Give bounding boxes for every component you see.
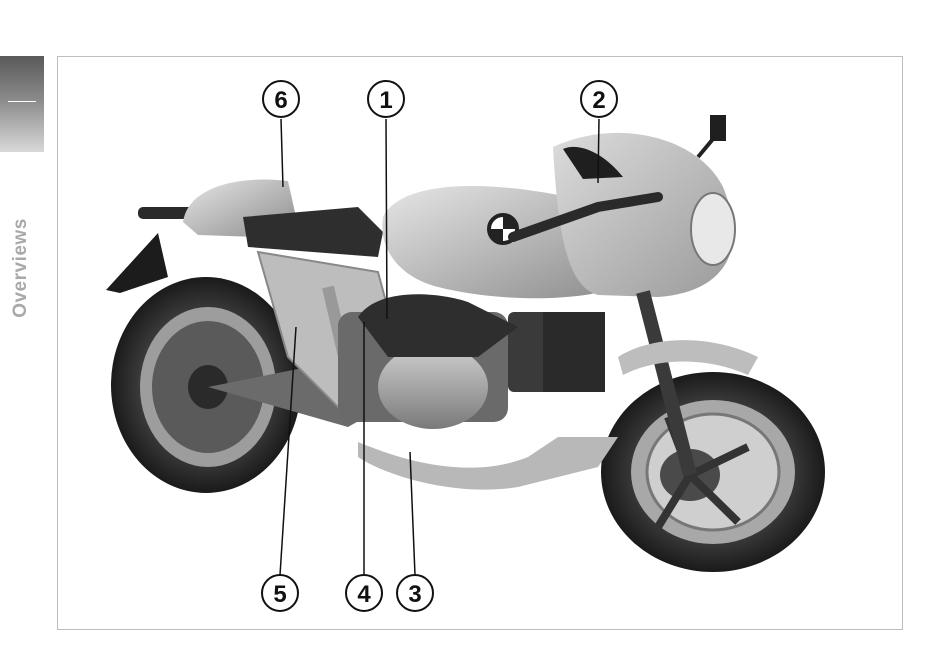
callout-1: 1 bbox=[368, 81, 404, 117]
front-fender bbox=[618, 340, 758, 375]
oil-cooler bbox=[543, 312, 605, 392]
section-label: Overviews bbox=[10, 218, 32, 318]
svg-text:3: 3 bbox=[408, 581, 421, 608]
callout-5: 5 bbox=[262, 575, 298, 611]
callout-6: 6 bbox=[263, 81, 299, 117]
headlight bbox=[691, 193, 735, 265]
chapter-tab bbox=[0, 56, 44, 152]
mirror bbox=[710, 115, 726, 141]
front-wheel bbox=[601, 372, 825, 572]
callout-2: 2 bbox=[581, 81, 617, 117]
license-plate bbox=[106, 233, 168, 293]
svg-text:5: 5 bbox=[273, 581, 286, 608]
motorcycle-illustration: 6 1 2 5 4 3 bbox=[58, 57, 904, 631]
motorcycle-figure: 6 1 2 5 4 3 bbox=[57, 56, 903, 630]
callout-4: 4 bbox=[346, 575, 382, 611]
svg-text:4: 4 bbox=[357, 581, 371, 608]
svg-text:2: 2 bbox=[592, 87, 605, 114]
svg-text:6: 6 bbox=[274, 87, 287, 114]
callout-3: 3 bbox=[397, 575, 433, 611]
chapter-tab-divider bbox=[8, 101, 36, 102]
svg-text:1: 1 bbox=[379, 87, 392, 114]
